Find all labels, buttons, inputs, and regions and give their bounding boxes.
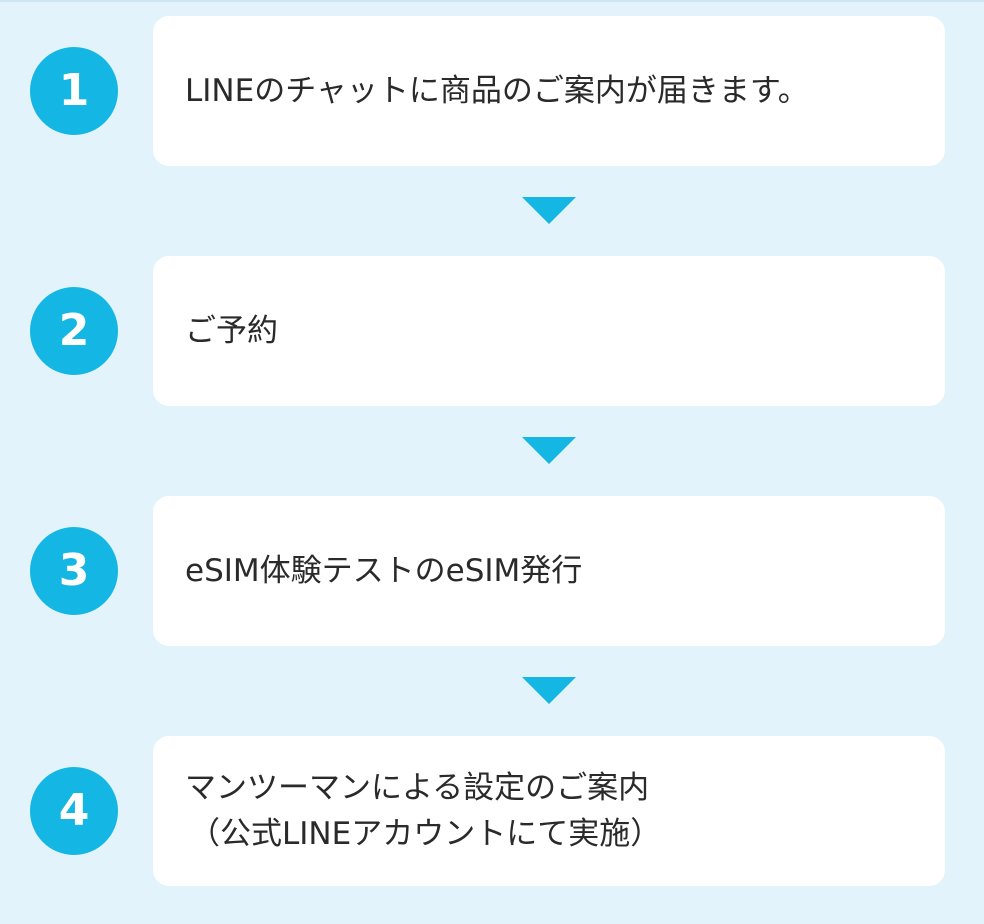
down-arrow-icon: [522, 197, 576, 224]
step-card: ご予約: [153, 256, 945, 406]
step-number-badge: 4: [30, 767, 118, 855]
down-arrow-icon: [522, 437, 576, 464]
step-card: LINEのチャットに商品のご案内が届きます。: [153, 16, 945, 166]
step-number-badge: 3: [30, 527, 118, 615]
step-2: 2 ご予約: [0, 256, 984, 406]
top-border: [0, 0, 984, 2]
step-1: 1 LINEのチャットに商品のご案内が届きます。: [0, 16, 984, 166]
step-4: 4 マンツーマンによる設定のご案内 （公式LINEアカウントにて実施）: [0, 736, 984, 886]
step-description: マンツーマンによる設定のご案内: [185, 770, 650, 806]
step-description: LINEのチャットに商品のご案内が届きます。: [185, 73, 809, 109]
step-number-badge: 2: [30, 287, 118, 375]
step-card: マンツーマンによる設定のご案内 （公式LINEアカウントにて実施）: [153, 736, 945, 886]
step-description-note: （公式LINEアカウントにて実施）: [189, 816, 662, 852]
down-arrow-icon: [522, 677, 576, 704]
step-card: eSIM体験テストのeSIM発行: [153, 496, 945, 646]
step-description: ご予約: [185, 313, 278, 349]
step-3: 3 eSIM体験テストのeSIM発行: [0, 496, 984, 646]
step-description: eSIM体験テストのeSIM発行: [185, 553, 583, 589]
step-number-badge: 1: [30, 47, 118, 135]
